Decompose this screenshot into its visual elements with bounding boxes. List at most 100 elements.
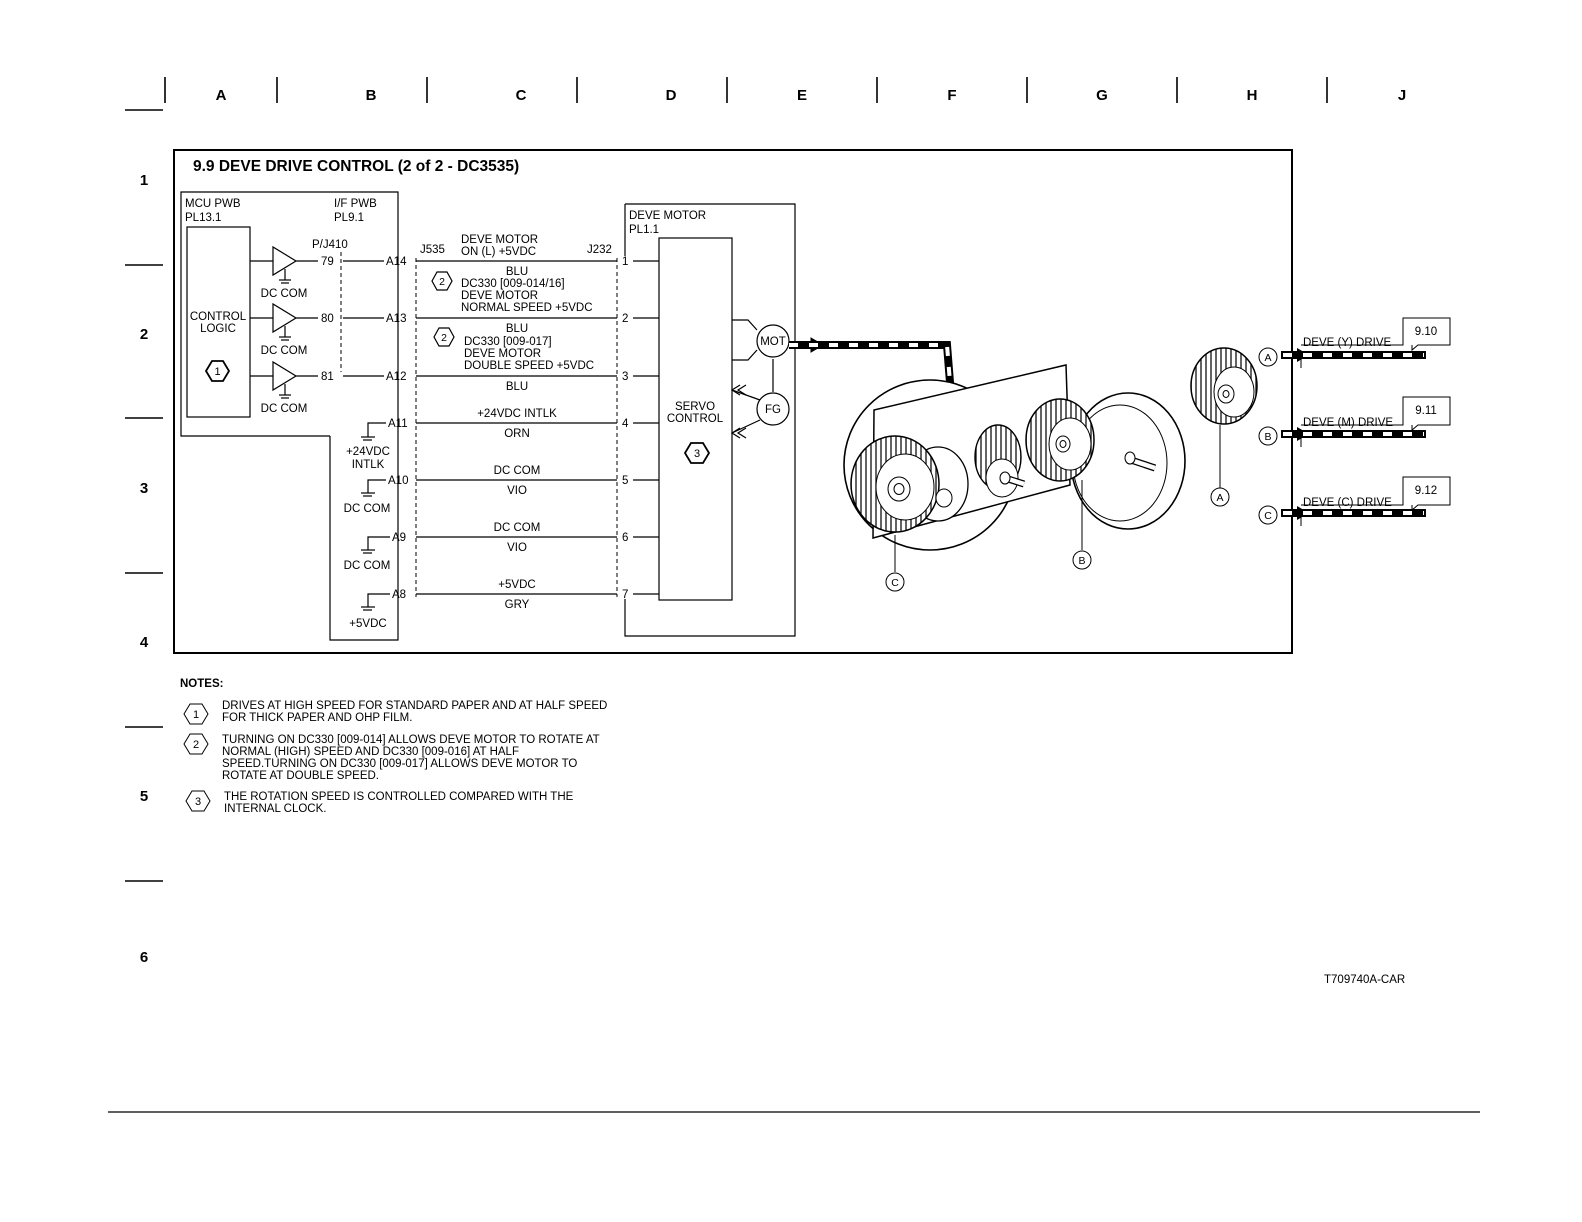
note-ref-hexagon (431, 271, 453, 291)
pin-number: 79 (321, 256, 334, 268)
column-label: E (797, 87, 807, 104)
if-pwb-traces (343, 260, 384, 377)
column-label: J (1398, 87, 1406, 104)
output-label: DEVE (C) DRIVE (1303, 497, 1392, 509)
pin-number: 80 (321, 313, 334, 325)
svg-text:THE ROTATION SPEED IS CONTROLL: THE ROTATION SPEED IS CONTROLLED COMPARE… (224, 791, 574, 803)
signal-label: DOUBLE SPEED +5VDC (464, 360, 594, 372)
column-label: G (1096, 87, 1108, 104)
supply-label: +5VDC (349, 618, 386, 630)
wire-color: GRY (505, 599, 530, 611)
servo-control-label: SERVO (675, 401, 715, 413)
signal-label: DC COM (494, 522, 541, 534)
row-label: 4 (140, 634, 149, 651)
svg-text:INTERNAL CLOCK.: INTERNAL CLOCK. (224, 803, 326, 815)
column-label: F (947, 87, 956, 104)
signal-label: NORMAL SPEED +5VDC (461, 302, 593, 314)
column-label: D (666, 87, 677, 104)
supply-label: INTLK (352, 459, 385, 471)
servo-control-label: CONTROL (667, 413, 724, 425)
wire-color: BLU (506, 266, 528, 278)
mcu-pwb (180, 191, 330, 437)
note-item: 1 DRIVES AT HIGH SPEED FOR STANDARD PAPE… (183, 700, 607, 725)
motor-pin-stubs (633, 260, 659, 595)
motor-pl: PL1.1 (629, 224, 659, 236)
dc-com-label: DC COM (261, 403, 308, 415)
output-letter: C (1264, 510, 1272, 522)
svg-text:ROTATE AT DOUBLE SPEED.: ROTATE AT DOUBLE SPEED. (222, 770, 379, 782)
supply-label: +24VDC (346, 446, 390, 458)
column-label: B (366, 87, 377, 104)
column-label: C (516, 87, 527, 104)
column-label: A (216, 87, 227, 104)
mcu-pwb-pl: PL13.1 (185, 212, 221, 224)
wire-color: VIO (507, 485, 527, 497)
pin-number: A14 (386, 256, 407, 268)
connector-j535: J535 (420, 244, 445, 256)
gear-callouts (885, 425, 1230, 592)
wire-color: ORN (504, 428, 530, 440)
row-label: 3 (140, 480, 148, 497)
motor-internal-links (730, 319, 774, 439)
pin-number: A10 (388, 475, 408, 487)
notes-heading: NOTES: (180, 678, 223, 690)
if-pwb-pl: PL9.1 (334, 212, 364, 224)
if-pwb (329, 191, 399, 641)
diagram-frame (173, 149, 1293, 654)
column-label: H (1247, 87, 1258, 104)
pin-number: A12 (386, 371, 406, 383)
output-ref: 9.11 (1415, 405, 1437, 417)
pin-number: 81 (321, 371, 334, 383)
fg-label: FG (765, 404, 781, 416)
svg-text:1: 1 (214, 366, 220, 378)
if-pwb-label: I/F PWB (334, 198, 377, 210)
signal-label: +24VDC INTLK (477, 408, 557, 420)
pin-number: 3 (622, 371, 628, 383)
pin-number: 4 (622, 418, 629, 430)
drive-output-a (1258, 317, 1451, 368)
figure-id: T709740A-CAR (1324, 974, 1405, 986)
output-label: DEVE (Y) DRIVE (1303, 337, 1392, 349)
pin-number: 2 (622, 313, 628, 325)
svg-text:2: 2 (193, 739, 199, 751)
pin-number: 5 (622, 475, 628, 487)
signal-label: DC330 [009-014/16] (461, 278, 565, 290)
column-ruler (164, 77, 1328, 103)
gear-train-illustration (843, 347, 1258, 551)
svg-text:NORMAL (HIGH) SPEED AND DC330: NORMAL (HIGH) SPEED AND DC330 [009-016] … (222, 746, 519, 758)
svg-text:DRIVES AT HIGH SPEED FOR STAND: DRIVES AT HIGH SPEED FOR STANDARD PAPER … (222, 700, 607, 712)
output-letter: B (1264, 431, 1271, 443)
svg-text:1: 1 (193, 709, 199, 721)
pin-number: 6 (622, 532, 628, 544)
signal-label: DC COM (494, 465, 541, 477)
signal-label: +5VDC (498, 579, 535, 591)
note-item: 2 TURNING ON DC330 [009-014] ALLOWS DEVE… (183, 733, 600, 782)
pin-number: A11 (388, 418, 408, 430)
signal-label: DEVE MOTOR (461, 234, 538, 246)
note-ref-hexagon (683, 442, 711, 464)
signal-label: DEVE MOTOR (464, 348, 541, 360)
note-ref-hexagon: 1 (204, 360, 231, 382)
dc-com-label: DC COM (261, 345, 308, 357)
note-ref-hexagon (433, 327, 455, 347)
drive-output-b (1258, 396, 1451, 447)
output-letter: A (1264, 352, 1271, 364)
motor-label: DEVE MOTOR (629, 210, 706, 222)
pj410-label: P/J410 (312, 239, 348, 251)
supply-label: DC COM (344, 503, 391, 515)
deve-motor (624, 203, 796, 637)
diagram-title: 9.9 DEVE DRIVE CONTROL (2 of 2 - DC3535) (193, 158, 519, 175)
gear-label: C (891, 577, 899, 589)
mcu-pwb-label: MCU PWB (185, 198, 241, 210)
svg-text:TURNING ON DC330 [009-014] ALL: TURNING ON DC330 [009-014] ALLOWS DEVE M… (222, 734, 600, 746)
row-label: 1 (140, 172, 148, 189)
wire-color: BLU (506, 381, 528, 393)
signal-label: ON (L) +5VDC (461, 246, 536, 258)
fg-icon (756, 392, 790, 426)
output-ref: 9.10 (1415, 326, 1437, 338)
wire-color: VIO (507, 542, 527, 554)
pin-number: A9 (392, 532, 406, 544)
harness-wires (416, 260, 617, 595)
svg-text:3: 3 (195, 796, 201, 808)
